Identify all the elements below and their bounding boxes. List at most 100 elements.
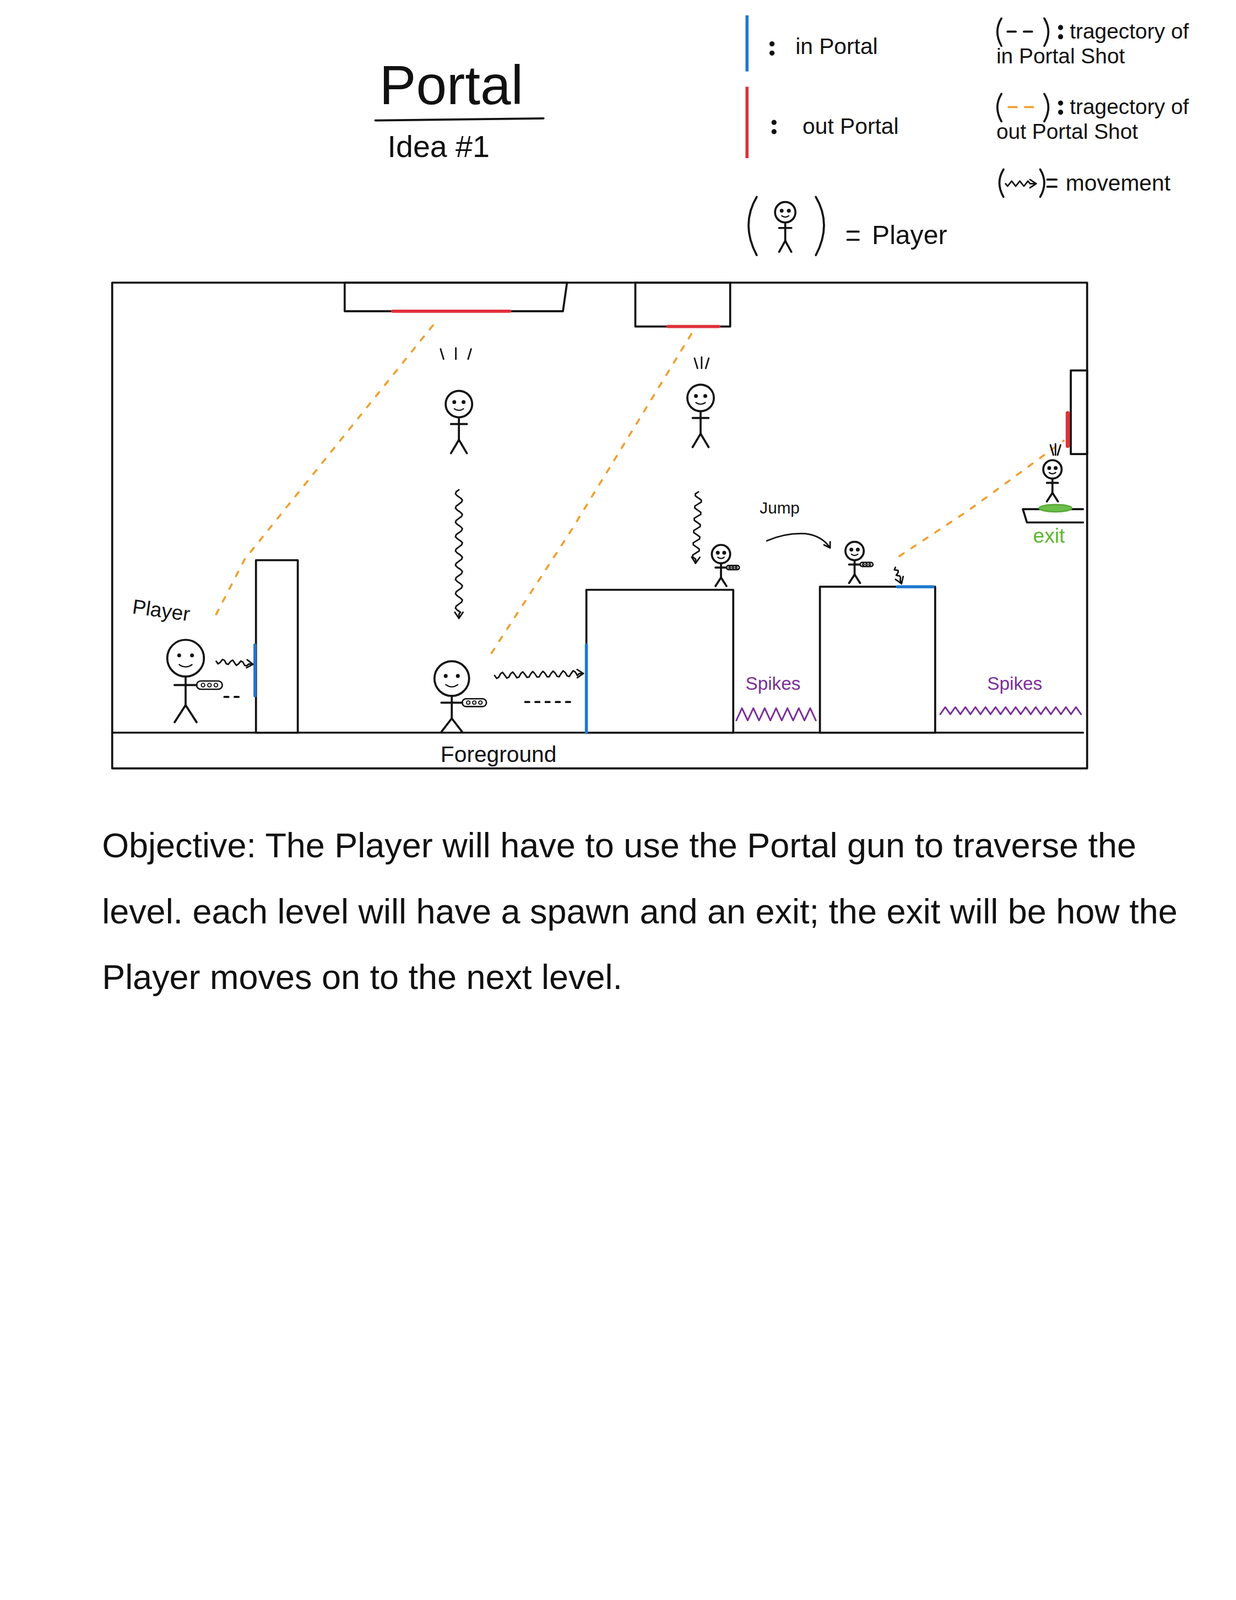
sketch-stroke <box>692 433 701 447</box>
sketch-stroke <box>216 318 439 615</box>
sketch-stroke <box>717 551 719 554</box>
stick-figure <box>445 390 473 453</box>
sketch-stroke <box>1025 106 1034 109</box>
sketch-stroke <box>1057 444 1061 455</box>
sketch-stroke <box>1005 181 1037 187</box>
sketch-stroke <box>997 93 1002 122</box>
sketch-stroke <box>849 563 861 566</box>
sketch-stroke <box>256 560 298 733</box>
sketch-stroke <box>692 491 702 564</box>
sketch-stroke <box>1023 30 1033 34</box>
legend-text: Player <box>871 220 947 251</box>
sketch-stroke <box>1050 444 1054 455</box>
sketch-stroke <box>1065 413 1070 446</box>
sketch-stroke <box>440 348 444 360</box>
sketch-stroke <box>732 566 734 568</box>
sketch-stroke <box>700 356 703 368</box>
sketch-stroke <box>1049 472 1056 474</box>
sketch-stroke <box>1054 443 1057 455</box>
stick-figure <box>774 202 796 252</box>
sketch-stroke <box>781 209 783 212</box>
sketch-stroke <box>1030 179 1037 188</box>
sketch-stroke <box>1054 467 1057 469</box>
sketch-stroke <box>719 562 723 578</box>
stick-figure <box>687 384 714 447</box>
ground-label: Foreground <box>440 741 557 768</box>
sketch-stroke <box>174 705 186 723</box>
title: Portal <box>379 52 524 117</box>
jump-label: Jump <box>759 499 800 518</box>
portal-shot-trajectories <box>216 318 1065 653</box>
sketch-stroke <box>1048 467 1050 469</box>
sketch-stroke <box>849 574 855 584</box>
sketch-stroke <box>784 222 787 241</box>
sketch-stroke <box>1051 478 1054 493</box>
spikes <box>736 707 816 720</box>
sketch-stroke <box>434 660 470 696</box>
sketch-stroke <box>781 215 789 218</box>
impact-marks <box>1050 443 1061 455</box>
subtitle: Idea #1 <box>387 129 490 165</box>
stick-figure <box>845 541 874 583</box>
sketch-stroke <box>1047 178 1057 181</box>
spikes-label: Spikes <box>987 673 1043 695</box>
sketch-stroke <box>696 402 706 405</box>
sketch-stroke <box>491 330 694 653</box>
sketch-stroke <box>201 682 205 687</box>
sketch-stroke <box>1047 185 1057 188</box>
sketch-stroke <box>779 240 786 252</box>
sketch-stroke <box>748 196 757 256</box>
figures <box>167 179 1082 732</box>
sketch-stroke <box>668 324 720 329</box>
legend-text: tragectory of out Portal Shot <box>996 94 1201 144</box>
sketch-stroke <box>726 565 740 570</box>
sketch-stroke <box>494 670 584 679</box>
sketch-stroke <box>1044 93 1049 122</box>
legend-swatch <box>745 86 749 159</box>
sketch-stroke <box>721 577 727 587</box>
sketch-stroke <box>850 548 853 551</box>
sketch-stroke <box>453 400 455 403</box>
sketch-stroke <box>700 433 709 447</box>
movement-arrow <box>454 489 464 618</box>
sketch-stroke <box>999 169 1004 197</box>
sketch-stroke <box>704 394 707 397</box>
sketch-stroke <box>450 695 453 719</box>
sketch-stroke <box>715 577 721 587</box>
sketch-stroke <box>728 566 731 568</box>
sketch-stroke <box>441 718 452 732</box>
sketch-stroke <box>112 282 1088 769</box>
sketch-stroke <box>1039 504 1072 512</box>
objective-text: Objective: The Player will have to use t… <box>101 811 1198 1010</box>
sketch-stroke <box>457 674 459 677</box>
impact-marks <box>440 348 472 360</box>
sketch-stroke <box>868 563 871 566</box>
sketch-stroke <box>766 533 831 548</box>
sketch-stroke <box>1047 492 1053 502</box>
sketch-stroke <box>717 556 725 558</box>
sketch-stroke <box>860 562 874 567</box>
sketch-stroke <box>478 700 482 704</box>
sketch-stroke <box>344 282 568 312</box>
sketch-stroke <box>246 659 253 668</box>
movement-arrow <box>216 659 254 668</box>
sketch-stroke <box>1070 370 1088 454</box>
jump-arc <box>766 533 831 548</box>
sketch-stroke <box>214 682 219 687</box>
sketch-stroke <box>445 674 447 677</box>
sketch-stroke <box>457 416 460 440</box>
sketch-stroke <box>586 589 734 733</box>
sketch-stroke <box>853 560 856 575</box>
sketch-stroke <box>167 639 205 677</box>
sketch-stroke <box>462 698 487 707</box>
sketch-stroke <box>851 554 859 556</box>
sketch-stroke <box>179 664 192 667</box>
legend-text: out Portal <box>802 113 899 140</box>
sketch-stroke <box>445 390 473 417</box>
sketch-stroke <box>857 548 859 551</box>
sketch-stroke <box>392 309 511 313</box>
sketch-stroke <box>895 576 904 584</box>
sketch-stroke <box>1008 106 1017 109</box>
legend-swatch <box>745 15 749 72</box>
sketch-stroke <box>454 611 464 618</box>
